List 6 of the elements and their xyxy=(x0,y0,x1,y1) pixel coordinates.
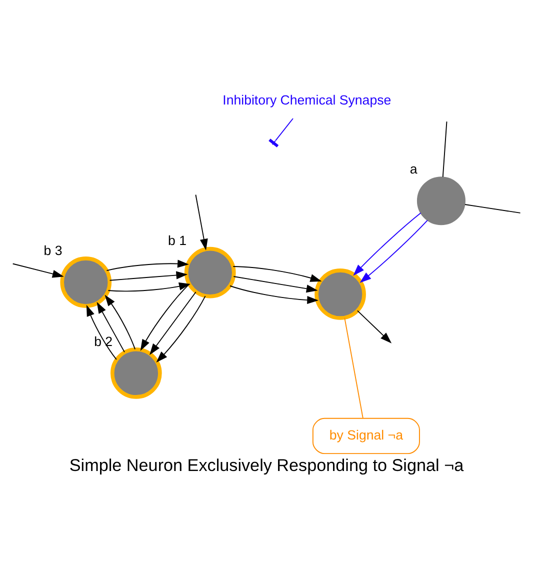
node-label: b 2 xyxy=(94,333,113,348)
node-label: b 1 xyxy=(168,232,187,248)
node-label: a xyxy=(410,160,418,176)
diagram-title: Simple Neuron Exclusively Responding to Signal ¬a xyxy=(69,456,464,475)
node-label: b 3 xyxy=(44,242,62,258)
legend-label: Inhibitory Chemical Synapse xyxy=(222,92,392,107)
